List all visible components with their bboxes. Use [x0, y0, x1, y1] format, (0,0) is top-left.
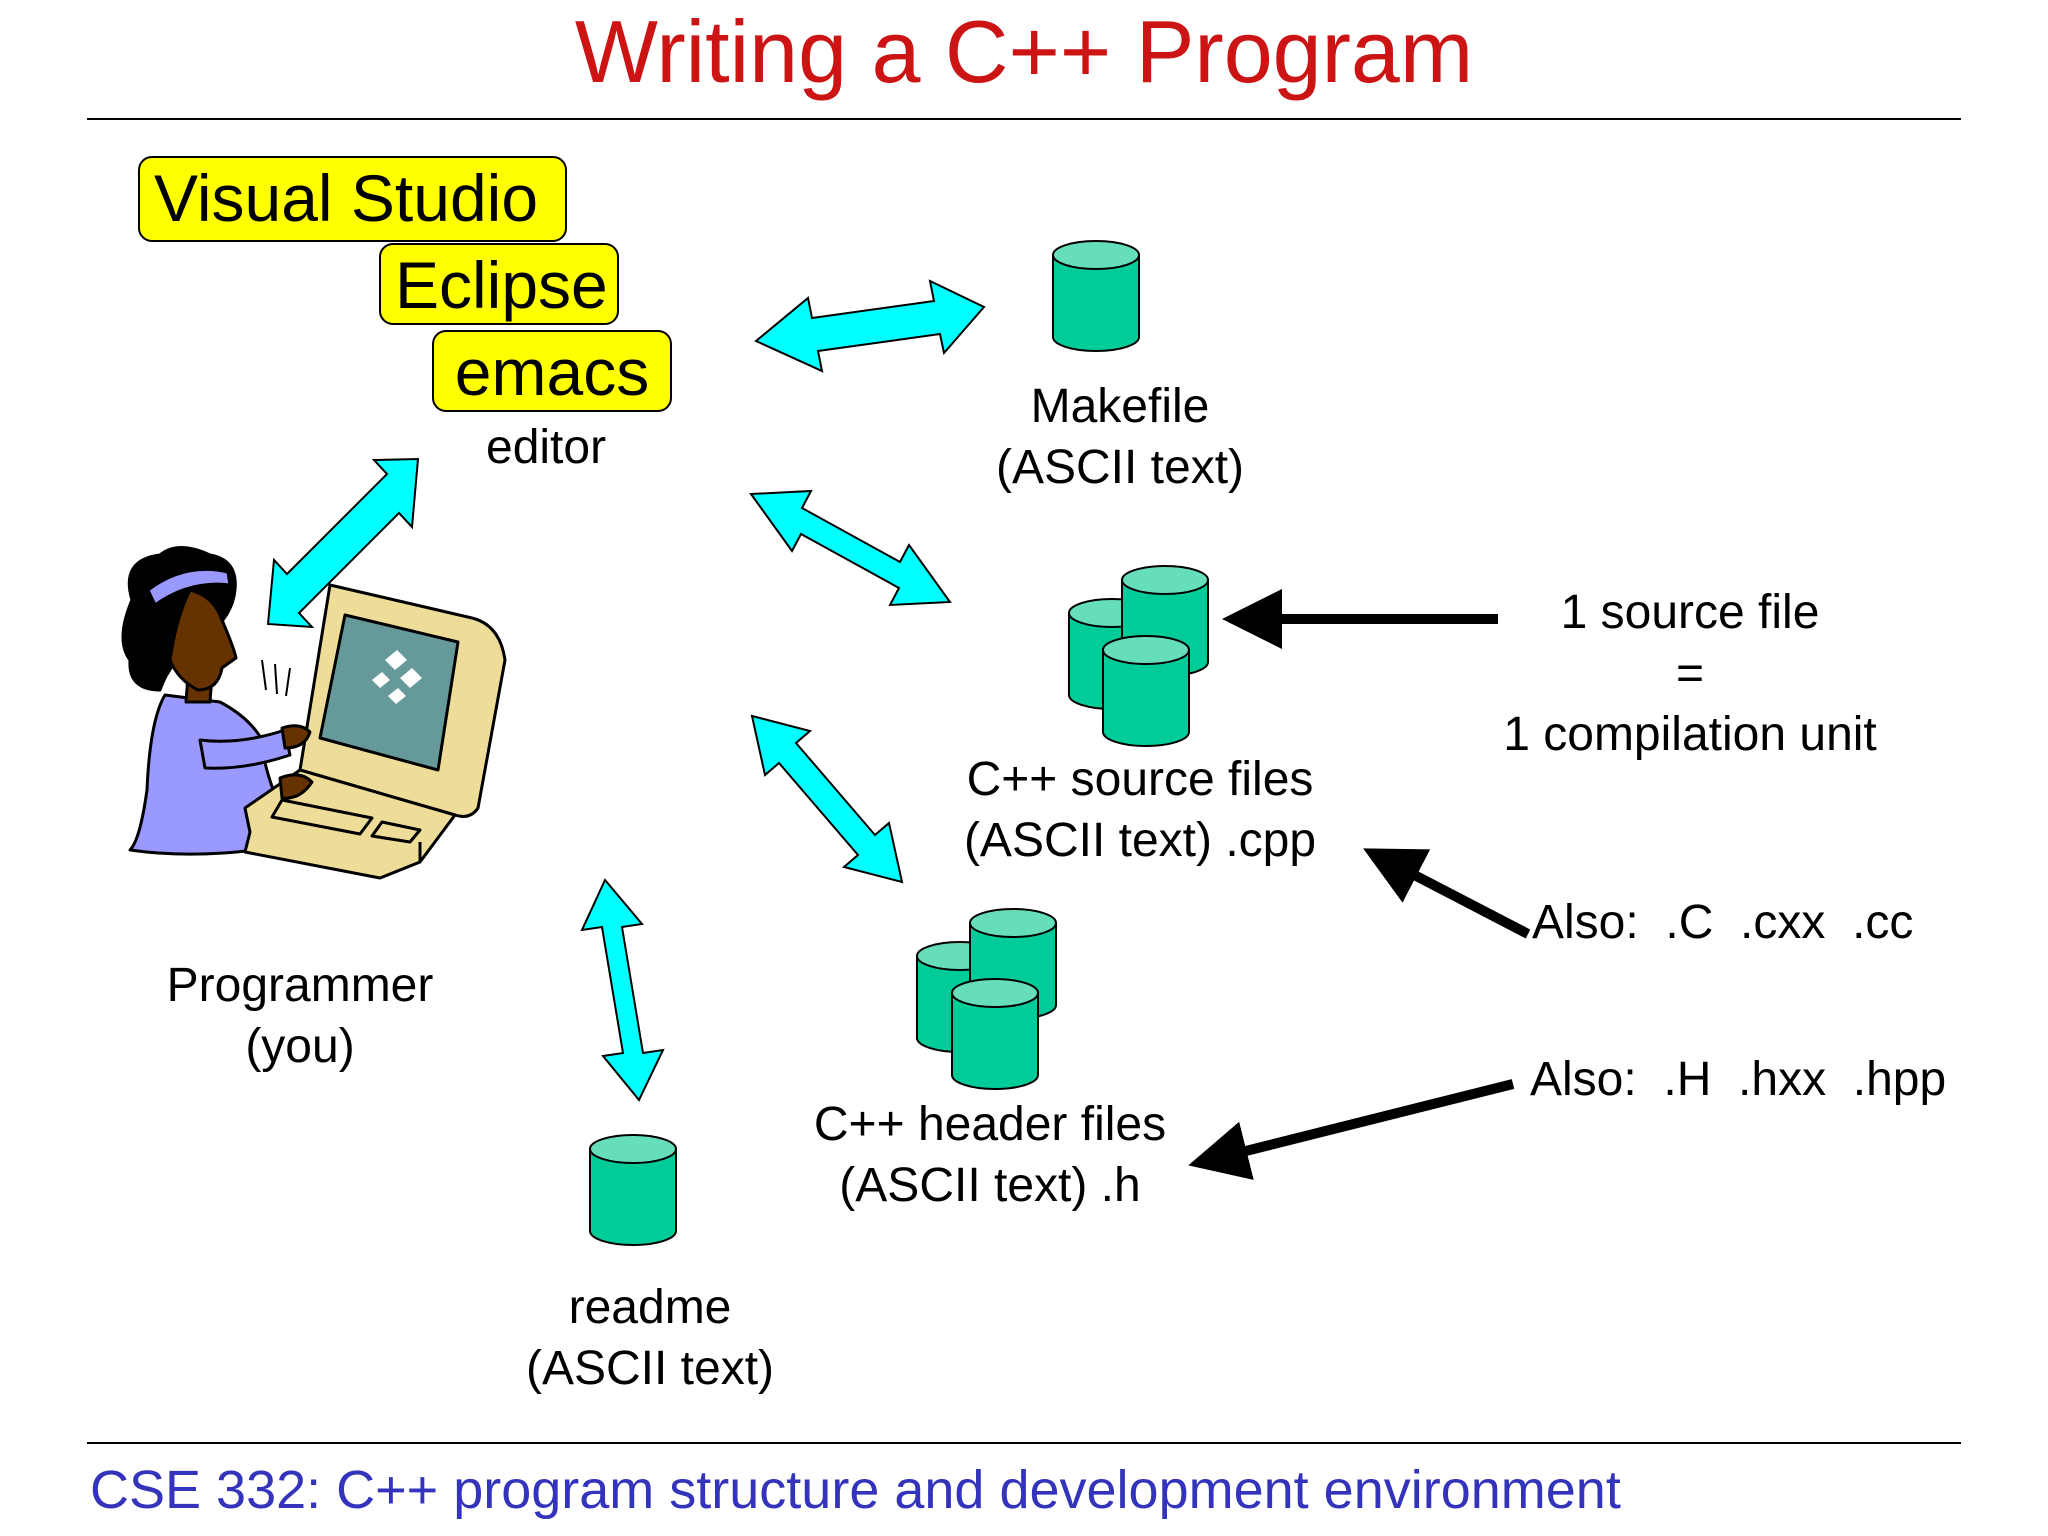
- arrow-editor-makefile: [754, 279, 986, 373]
- editor-box-visual-studio: Visual Studio: [138, 156, 567, 242]
- editor-box-eclipse: Eclipse: [379, 243, 619, 325]
- readme-cylinder-icon: [589, 1134, 677, 1246]
- page-title: Writing a C++ Program: [574, 2, 1474, 101]
- readme-label: readme (ASCII text): [525, 1281, 775, 1395]
- compilation-unit-note: 1 source file = 1 compilation unit: [1503, 586, 1877, 761]
- header-files-cylinders-icon: [916, 908, 1057, 1090]
- arrow-also-to-cpp: [1363, 848, 1531, 939]
- programmer-label: Programmer (you): [166, 959, 434, 1073]
- arrow-programmer-readme: [580, 878, 665, 1102]
- makefile-label: Makefile (ASCII text): [995, 380, 1245, 494]
- arrow-editor-header: [750, 714, 904, 884]
- source-files-label: C++ source files (ASCII text) .cpp: [963, 753, 1317, 867]
- editor-label: editor: [486, 421, 607, 474]
- programmer-at-computer-icon: [121, 546, 507, 880]
- editor-box-emacs: emacs: [432, 330, 672, 412]
- source-files-cylinders-icon: [1068, 565, 1209, 747]
- also-source-extensions: Also: .C .cxx .cc: [1532, 896, 1914, 949]
- header-files-label: C++ header files (ASCII text) .h: [813, 1098, 1167, 1212]
- makefile-cylinder-icon: [1052, 240, 1140, 352]
- arrow-also-to-h: [1188, 1079, 1515, 1180]
- note-arrows: [1188, 589, 1531, 1180]
- arrow-editor-source: [749, 489, 952, 607]
- also-header-extensions: Also: .H .hxx .hpp: [1530, 1053, 1947, 1106]
- arrow-programmer-editor: [266, 457, 420, 629]
- footer-text: CSE 332: C++ program structure and devel…: [90, 1460, 1621, 1520]
